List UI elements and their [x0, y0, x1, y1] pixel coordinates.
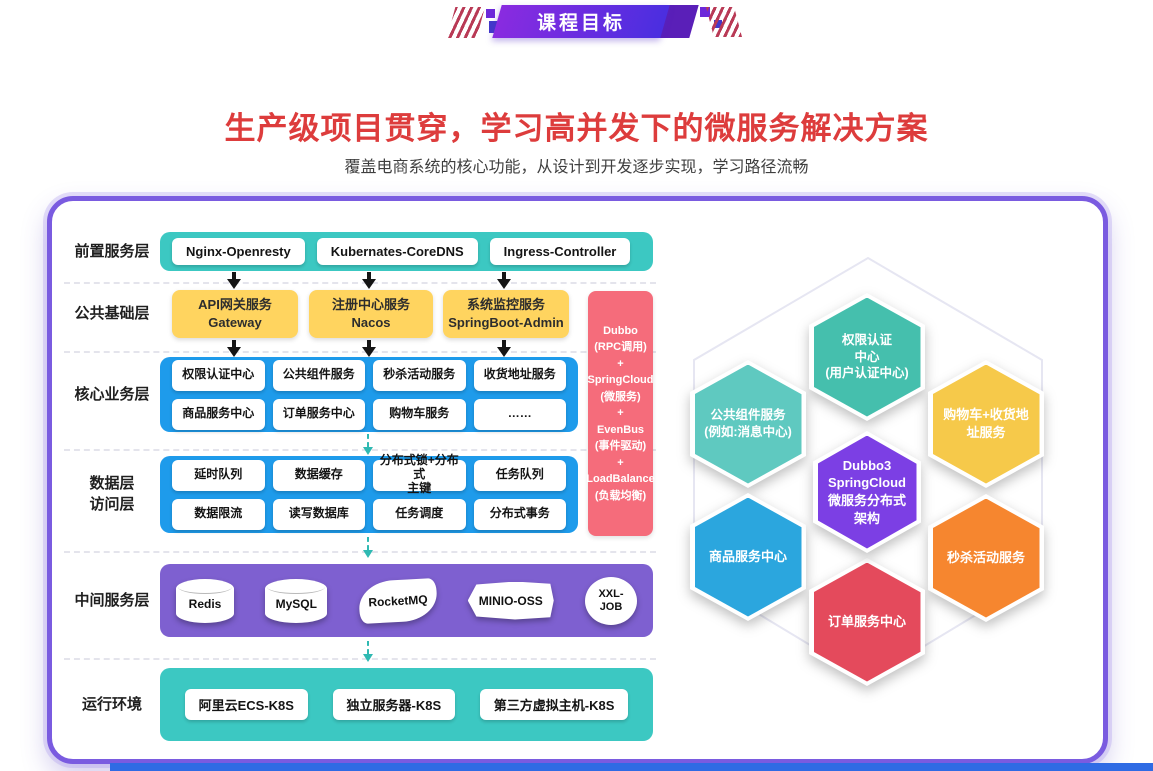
layer-separator [64, 351, 656, 353]
service-chip: 分布式锁+分布式 主键 [373, 453, 466, 495]
hex-label: 订单服务中心 [813, 562, 921, 682]
wave-banner-icon: RocketMQ [357, 577, 438, 624]
service-chip: 任务调度 [373, 498, 466, 530]
core-business-bar: 权限认证中心 公共组件服务 秒杀活动服务 收货地址服务 商品服务中心 订单服务中… [160, 357, 578, 432]
circle-icon: XXL- JOB [585, 576, 637, 625]
database-cylinder-icon: Redis [176, 578, 234, 623]
service-chip: 分布式事务 [473, 498, 566, 530]
service-chip: 公共组件服务 [272, 359, 365, 391]
down-arrow-icon [497, 340, 511, 357]
page-subtitle: 覆盖电商系统的核心功能，从设计到开发逐步实现，学习路径流畅 [344, 159, 809, 176]
data-access-bar: 延时队列 数据缓存 分布式锁+分布式 主键 任务队列 数据限流 读写数据库 任务… [160, 453, 578, 533]
service-chip: 商品服务中心 [172, 398, 265, 430]
ribbon-label: 课程目标 [536, 13, 625, 34]
down-arrow-icon [227, 340, 241, 357]
middleware-item: RocketMQ [357, 577, 438, 624]
middleware-item: XXL- JOB [585, 576, 637, 625]
base-service-card: 系统监控服务 SpringBoot-Admin [443, 290, 569, 338]
hex-border: Dubbo3 SpringCloud 微服务分布式 架构 [813, 431, 921, 553]
front-service-layer-label: 前置服务层 [74, 243, 150, 260]
service-chip: …… [473, 398, 566, 430]
middleware-label: MySQL [275, 596, 317, 611]
hex-order-service: 订单服务中心 [809, 558, 925, 686]
public-base-layer-label: 公共基础层 [74, 305, 150, 322]
layer-separator [64, 282, 656, 284]
base-service-card: 注册中心服务 Nacos [309, 290, 433, 338]
service-chip: 延时队列 [172, 459, 265, 491]
middleware-label: MINIO-OSS [478, 593, 543, 608]
course-goal-ribbon: 课程目标 [492, 5, 670, 38]
down-arrow-icon [227, 272, 241, 289]
down-arrow-icon [497, 272, 511, 289]
middleware-bar: Redis MySQL RocketMQ MINIO-OSS XXL- JOB [160, 564, 653, 637]
pointed-tag-icon: MINIO-OSS [467, 581, 554, 620]
service-chip: 数据限流 [172, 498, 265, 530]
data-access-layer-label: 数据层 访问层 [89, 475, 135, 513]
middleware-label: XXL- JOB [598, 588, 624, 613]
layer-separator [64, 449, 656, 451]
dashed-down-arrow-icon [362, 537, 374, 559]
dashed-down-arrow-icon [362, 434, 374, 456]
middleware-layer-label: 中间服务层 [74, 592, 150, 609]
hex-cart-address: 购物车+收货地 址服务 [928, 360, 1044, 488]
service-chip: 阿里云ECS-K8S [184, 689, 308, 720]
base-service-card: API网关服务 Gateway [172, 290, 298, 338]
hex-seckill-service: 秒杀活动服务 [928, 494, 1044, 622]
service-chip: 权限认证中心 [172, 359, 265, 391]
hex-border: 权限认证 中心 (用户认证中心) [809, 293, 925, 421]
layer-separator [64, 551, 656, 553]
middleware-label: Redis [188, 596, 222, 611]
layer-separator [64, 658, 656, 660]
bottom-section-strip [110, 763, 1153, 771]
architecture-board: 前置服务层 公共基础层 核心业务层 数据层 访问层 中间服务层 运行环境 Ngi… [47, 196, 1108, 764]
hex-common-components: 公共组件服务 (例如:消息中心) [690, 360, 806, 488]
down-arrow-icon [362, 340, 376, 357]
rpc-stack-panel: Dubbo (RPC调用) + SpringCloud (微服务) + Even… [586, 291, 655, 536]
service-chip: 收货地址服务 [473, 359, 566, 391]
hex-border: 商品服务中心 [690, 493, 806, 621]
stripe-decor-left [447, 7, 485, 38]
hex-label: 商品服务中心 [694, 497, 802, 617]
hex-border: 公共组件服务 (例如:消息中心) [690, 360, 806, 488]
service-chip: 第三方虚拟主机-K8S [479, 689, 629, 720]
core-business-layer-label: 核心业务层 [74, 386, 150, 403]
service-chip: Nginx-Openresty [172, 238, 305, 265]
runtime-layer-label: 运行环境 [81, 696, 142, 713]
middleware-item: MINIO-OSS [467, 581, 554, 620]
front-service-bar: Nginx-Openresty Kubernates-CoreDNS Ingre… [160, 232, 653, 271]
service-chip: 购物车服务 [373, 398, 466, 430]
hex-border: 秒杀活动服务 [928, 494, 1044, 622]
middleware-item: MySQL [265, 578, 328, 623]
service-chip: 独立服务器-K8S [332, 689, 456, 720]
service-chip: 任务队列 [473, 459, 566, 491]
pixel-square-decor [700, 7, 710, 17]
service-chip: 数据缓存 [272, 459, 365, 491]
hex-label: 秒杀活动服务 [932, 498, 1040, 618]
down-arrow-icon [362, 272, 376, 289]
hex-product-service: 商品服务中心 [690, 493, 806, 621]
hex-border: 购物车+收货地 址服务 [928, 360, 1044, 488]
service-chip: 读写数据库 [272, 498, 365, 530]
service-chip: Ingress-Controller [489, 238, 631, 265]
service-chip: 秒杀活动服务 [373, 359, 466, 391]
dashed-down-arrow-icon [362, 641, 374, 663]
hex-auth-center: 权限认证 中心 (用户认证中心) [809, 293, 925, 421]
hex-label: 权限认证 中心 (用户认证中心) [813, 297, 921, 417]
service-chip: Kubernates-CoreDNS [316, 238, 478, 265]
page-title: 生产级项目贯穿，学习高并发下的微服务解决方案 [224, 110, 929, 146]
hex-label: Dubbo3 SpringCloud 微服务分布式 架构 [817, 435, 917, 549]
hex-border: 订单服务中心 [809, 558, 925, 686]
hex-label: 购物车+收货地 址服务 [932, 364, 1040, 484]
middleware-label: RocketMQ [367, 591, 428, 610]
hex-core-architecture: Dubbo3 SpringCloud 微服务分布式 架构 [813, 431, 921, 553]
pixel-square-decor [486, 9, 495, 18]
runtime-bar: 阿里云ECS-K8S 独立服务器-K8S 第三方虚拟主机-K8S [160, 668, 653, 741]
service-chip: 订单服务中心 [272, 398, 365, 430]
hex-label: 公共组件服务 (例如:消息中心) [694, 364, 802, 484]
middleware-item: Redis [176, 578, 234, 623]
database-cylinder-icon: MySQL [265, 578, 328, 623]
stripe-decor-right [706, 7, 742, 37]
